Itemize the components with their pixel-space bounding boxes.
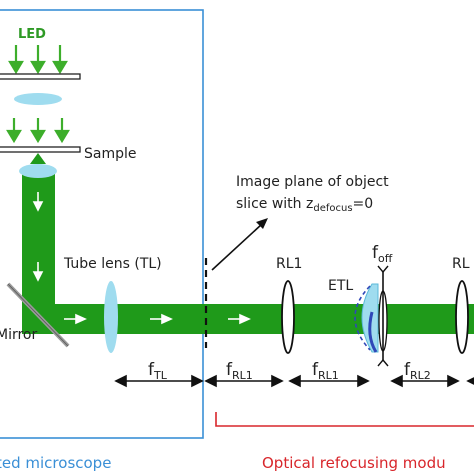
sample-cone <box>30 153 46 164</box>
image-plane-pointer <box>211 223 263 271</box>
horizontal-beam-arrows <box>64 313 251 325</box>
f-rl2-label: fRL2 <box>404 360 431 382</box>
led-arrows <box>8 45 68 75</box>
f-tl-label: fTL <box>148 360 168 382</box>
rl1-label: RL1 <box>276 256 302 272</box>
microscope-box <box>0 9 204 439</box>
vertical-beam-arrows <box>32 192 44 282</box>
f-rl1-b-label: fRL1 <box>312 360 339 382</box>
f-off-label: foff <box>372 243 393 265</box>
etl-solid-edge <box>368 311 378 353</box>
image-plane-text-line2: slice with zdefocus=0 <box>236 196 373 214</box>
etl-label: ETL <box>328 278 353 294</box>
offset-lens-top-tick <box>377 265 389 274</box>
tube-lens-label: Tube lens (TL) <box>63 256 162 272</box>
module-bracket <box>215 412 474 427</box>
led-label: LED <box>18 27 46 42</box>
led-plate <box>0 73 81 80</box>
objective-lens <box>19 164 57 178</box>
condenser-lens <box>14 93 62 105</box>
mirror-label: Mirror <box>0 327 37 343</box>
sample-label: Sample <box>84 146 137 162</box>
distance-arrows <box>114 374 474 388</box>
rl2-label: RL <box>452 256 470 272</box>
rl2-lens <box>455 280 469 354</box>
etl-dashed-curve <box>354 285 371 351</box>
image-plane-text-line1: Image plane of object <box>236 174 389 190</box>
rl1-lens <box>281 280 295 354</box>
sample-plate <box>0 146 81 153</box>
microscope-caption: ted microscope <box>0 454 111 472</box>
module-caption: Optical refocusing modu <box>262 454 446 472</box>
tube-lens <box>104 281 118 353</box>
f-rl1-a-label: fRL1 <box>226 360 253 382</box>
sample-arrows <box>6 118 70 144</box>
offset-lens-bottom-tick <box>377 358 389 367</box>
